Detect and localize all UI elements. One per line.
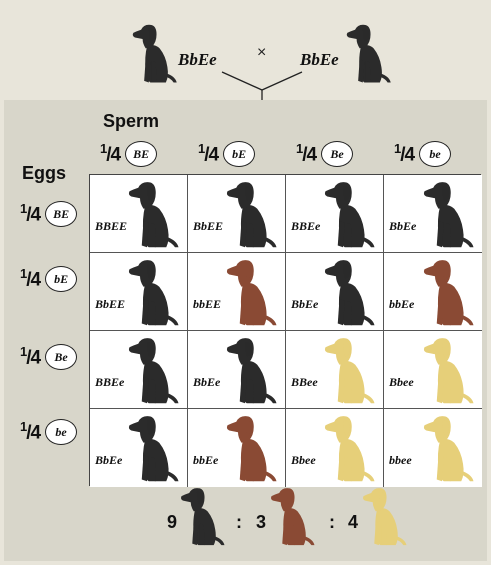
sperm-allele-circle-2: Be	[321, 141, 354, 167]
genotype-label: BbEe	[193, 375, 221, 389]
genotype-label: BbEe	[291, 297, 319, 311]
chocolate-dog-icon	[422, 257, 476, 327]
yellow-dog-icon	[422, 413, 476, 483]
genotype-label: BbEE	[95, 297, 126, 311]
ratio-black-count: 9	[167, 512, 178, 532]
grid-cell-0-1: BbEE	[188, 175, 286, 253]
sperm-fraction-2: 1/4	[296, 141, 317, 166]
ratio-yellow-count: 4	[348, 512, 359, 532]
grid-cell-0-3: BbEe	[384, 175, 482, 253]
grid-cell-1-3: bbEe	[384, 253, 482, 331]
yellow-dog-icon	[422, 335, 476, 405]
sperm-label: Sperm	[103, 111, 160, 131]
sperm-allele-circle-3: be	[419, 141, 452, 167]
sperm-fraction-1: 1/4	[198, 141, 219, 166]
ratio-black-dog	[180, 484, 226, 548]
grid-cell-1-2: BbEe	[286, 253, 384, 331]
yellow-dog-icon	[323, 413, 377, 483]
black-dog-icon	[127, 179, 181, 249]
genotype-label: BBEe	[291, 219, 321, 233]
sperm-allele-circle-1: bE	[223, 141, 256, 167]
genotype-label: Bbee	[389, 375, 414, 389]
grid-cell-2-3: Bbee	[384, 331, 482, 409]
genotype-label: BbEe	[389, 219, 417, 233]
yellow-dog-icon	[323, 335, 377, 405]
grid-cell-3-2: Bbee	[286, 409, 384, 487]
genotype-label: BBEe	[95, 375, 125, 389]
grid-cell-0-0: BBEE	[90, 175, 188, 253]
egg-fraction-0: 1/4	[20, 201, 41, 226]
genotype-label: bbee	[389, 453, 412, 467]
sperm-allele-circle-0: BE	[125, 141, 158, 167]
ratio-chocolate-dog	[270, 484, 316, 548]
egg-fraction-1: 1/4	[20, 266, 41, 291]
genotype-label: bbEe	[193, 453, 219, 467]
egg-allele-circle-0: BE	[45, 201, 78, 227]
grid-cell-0-2: BBEe	[286, 175, 384, 253]
black-dog-icon	[127, 413, 181, 483]
egg-fraction-3: 1/4	[20, 419, 41, 444]
grid-cell-1-0: BbEE	[90, 253, 188, 331]
sperm-fraction-3: 1/4	[394, 141, 415, 166]
black-dog-icon	[225, 335, 279, 405]
chocolate-dog-icon	[225, 413, 279, 483]
egg-fraction-2: 1/4	[20, 344, 41, 369]
black-dog-icon	[127, 335, 181, 405]
genotype-label: BbEE	[193, 219, 224, 233]
black-dog-icon	[422, 179, 476, 249]
genotype-label: BbEe	[95, 453, 123, 467]
black-dog-icon	[225, 179, 279, 249]
ratio-yellow-dog	[362, 484, 408, 548]
ratio-chocolate-count: 3	[256, 512, 267, 532]
black-dog-icon	[323, 179, 377, 249]
grid-cell-1-1: bbEE	[188, 253, 286, 331]
egg-allele-circle-2: Be	[45, 344, 78, 370]
black-dog-icon	[127, 257, 181, 327]
ratio-separator-1: :	[236, 512, 242, 532]
eggs-label: Eggs	[22, 163, 67, 183]
black-dog-icon	[323, 257, 377, 327]
grid-cell-2-2: BBee	[286, 331, 384, 409]
chocolate-dog-icon	[225, 257, 279, 327]
grid-cell-3-3: bbee	[384, 409, 482, 487]
parent-right-genotype: BbEe	[300, 50, 339, 69]
grid-cell-3-1: bbEe	[188, 409, 286, 487]
genotype-label: BBEE	[95, 219, 128, 233]
genotype-label: BBee	[291, 375, 318, 389]
grid-cell-2-1: BbEe	[188, 331, 286, 409]
ratio-separator-2: :	[329, 512, 335, 532]
egg-allele-circle-1: bE	[45, 266, 78, 292]
grid-cell-2-0: BBEe	[90, 331, 188, 409]
genotype-label: bbEe	[389, 297, 415, 311]
genotype-label: Bbee	[291, 453, 316, 467]
sperm-fraction-0: 1/4	[100, 141, 121, 166]
genotype-label: bbEE	[193, 297, 222, 311]
parents-panel: BbEe × BbEe	[0, 0, 491, 121]
egg-allele-circle-3: be	[45, 419, 78, 445]
grid-cell-3-0: BbEe	[90, 409, 188, 487]
cross-symbol: ×	[257, 44, 267, 61]
parent-left-genotype: BbEe	[178, 50, 217, 69]
